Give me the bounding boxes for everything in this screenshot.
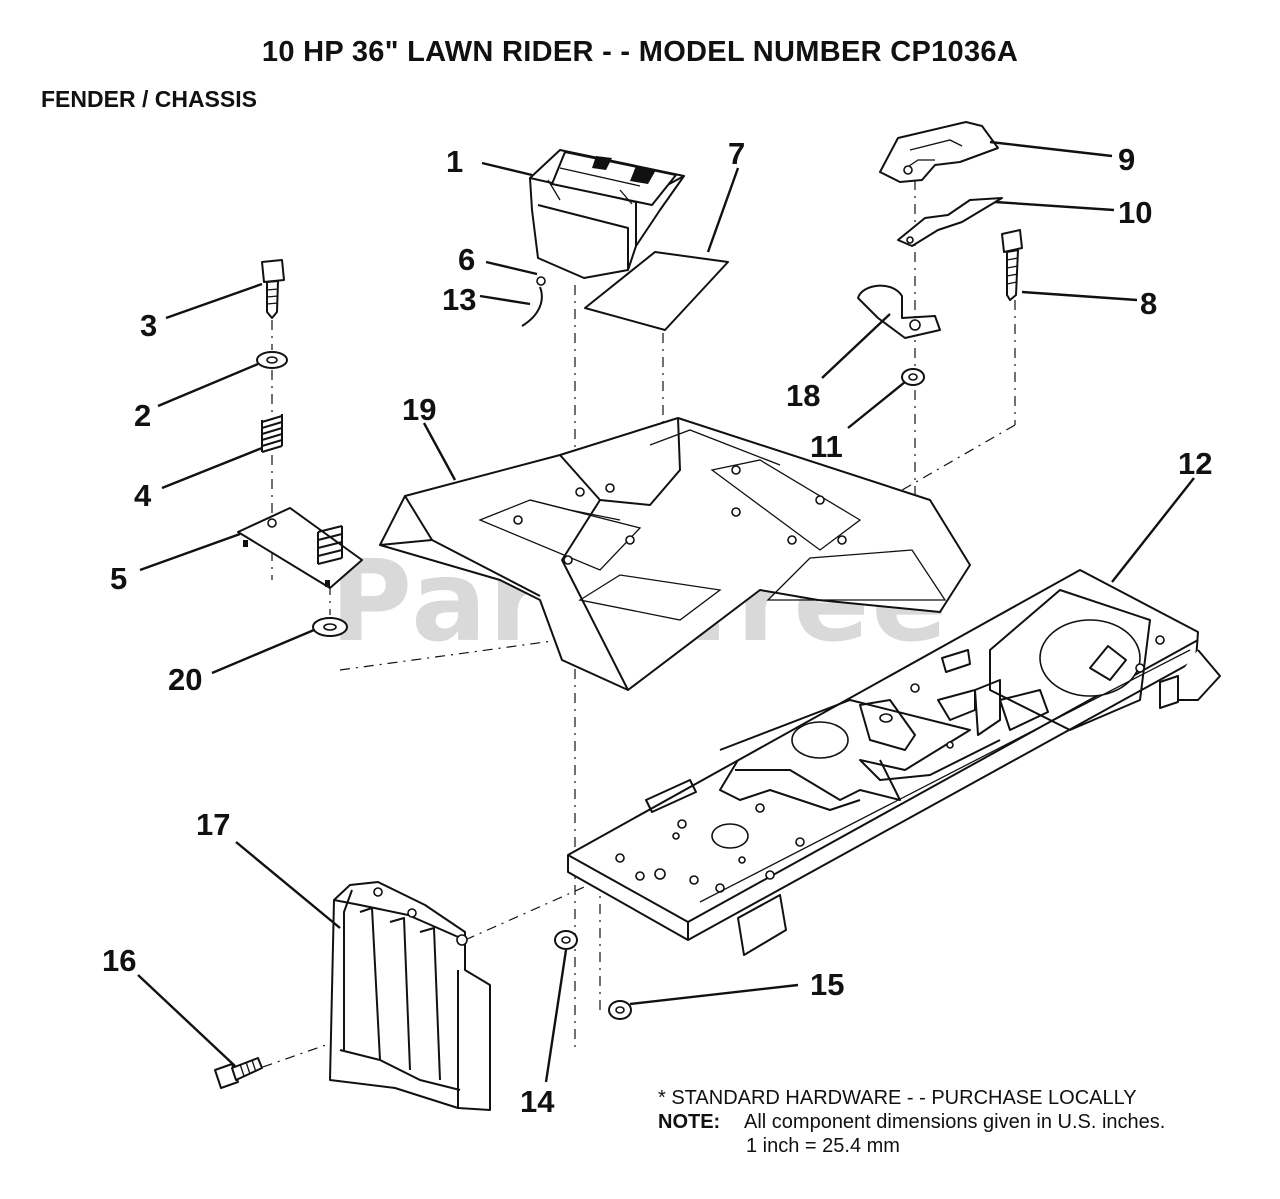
part-2-washer [256, 351, 288, 369]
part-16-bolt [214, 1057, 263, 1089]
page-title: 10 HP 36" LAWN RIDER - - MODEL NUMBER CP… [261, 36, 1019, 68]
assembly-lines [239, 180, 1016, 1076]
part-7-decal [584, 251, 729, 331]
part-9-cover [879, 121, 999, 183]
callout-18: 18 [786, 378, 820, 413]
callout-14: 14 [520, 1084, 555, 1119]
notes-block: * STANDARD HARDWARE - - PURCHASE LOCALLY… [658, 1086, 1165, 1158]
callout-9: 9 [1118, 142, 1135, 177]
callout-10: 10 [1118, 195, 1152, 230]
callout-2: 2 [134, 398, 151, 433]
part-15-nut [608, 1000, 632, 1020]
callout-12: 12 [1178, 446, 1212, 481]
part-6-13-wire [521, 276, 546, 327]
part-10-plate [897, 197, 1003, 247]
note-label: NOTE: [658, 1111, 721, 1133]
part-8-bolt [1001, 229, 1023, 301]
callout-3: 3 [140, 308, 157, 343]
part-19-fender [379, 417, 971, 691]
standard-hardware-note: * STANDARD HARDWARE - - PURCHASE LOCALLY [658, 1087, 1137, 1109]
callout-13: 13 [442, 282, 476, 317]
callout-4: 4 [134, 478, 152, 513]
part-5-plate [237, 507, 363, 589]
callout-6: 6 [458, 242, 475, 277]
part-17-pedestal [329, 881, 491, 1111]
callout-5: 5 [110, 561, 127, 596]
callout-8: 8 [1140, 286, 1157, 321]
callout-20: 20 [168, 662, 202, 697]
part-1-seat-box [529, 149, 685, 279]
part-20-washer [312, 617, 348, 637]
part-11-nut [901, 368, 925, 386]
callout-15: 15 [810, 967, 844, 1002]
section-subtitle: FENDER / CHASSIS [41, 86, 257, 112]
dimension-note: NOTE: All component dimensions given in U… [658, 1110, 1165, 1134]
callout-1: 1 [446, 144, 463, 179]
part-18-clamp [857, 284, 941, 339]
part-3-bolt [261, 259, 285, 319]
callout-17: 17 [196, 807, 230, 842]
callout-labels: 1 2 3 4 5 6 7 8 9 10 11 12 13 14 15 16 1… [102, 136, 1212, 1119]
part-4-spring [261, 414, 283, 453]
note-text: All component dimensions given in U.S. i… [744, 1111, 1166, 1133]
callout-11: 11 [810, 429, 843, 464]
part-14-nut [554, 930, 578, 950]
callout-19: 19 [402, 392, 436, 427]
callout-7: 7 [728, 136, 745, 171]
leader-lines [137, 140, 1195, 1083]
conversion-note: 1 inch = 25.4 mm [746, 1135, 900, 1157]
part-12-chassis [567, 569, 1221, 956]
callout-16: 16 [102, 943, 136, 978]
